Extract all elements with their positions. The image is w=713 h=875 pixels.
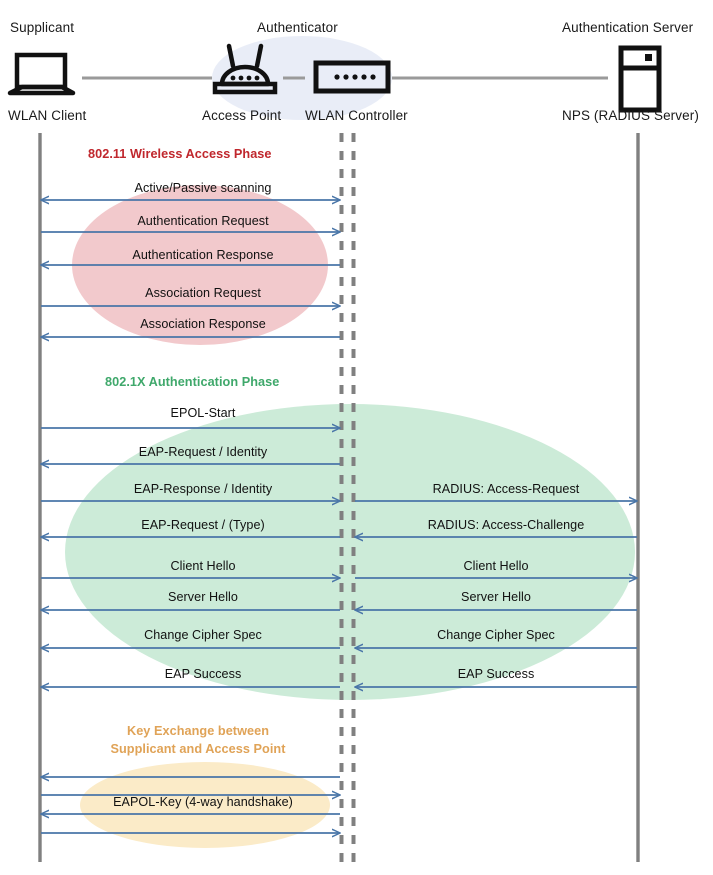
msg-change-cipher-spec-left: Change Cipher Spec (144, 628, 262, 642)
msg-change-cipher-spec-right: Change Cipher Spec (437, 628, 555, 642)
role-label-authentication-server: Authentication Server (562, 20, 694, 35)
msg-eap-success-left: EAP Success (164, 667, 242, 681)
msg-eap-request-identity: EAP-Request / Identity (138, 445, 268, 459)
arrow-group-left (41, 200, 340, 833)
msg-eap-request-type: EAP-Request / (Type) (141, 518, 265, 532)
msg-association-request: Association Request (145, 286, 261, 300)
msg-client-hello-left: Client Hello (170, 559, 236, 573)
phase-title-keyexchange: Key Exchange between Supplicant and Acce… (98, 722, 298, 758)
wlan-controller-icon (313, 60, 391, 94)
msg-client-hello-right: Client Hello (463, 559, 529, 573)
server-icon (618, 45, 662, 113)
arrow-group-right (355, 501, 637, 687)
msg-eapol-key-4way-handshake: EAPOL-Key (4-way handshake) (113, 795, 293, 809)
role-label-authenticator: Authenticator (257, 20, 338, 35)
phase-8021x-ellipse (65, 404, 635, 700)
node-label-wlan-client: WLAN Client (8, 108, 87, 123)
msg-epol-start: EPOL-Start (170, 406, 236, 420)
msg-association-response: Association Response (140, 317, 266, 331)
msg-authentication-response: Authentication Response (132, 248, 274, 262)
phase-title-keyexchange-line1: Key Exchange between (126, 724, 270, 738)
node-label-wlan-controller: WLAN Controller (305, 108, 408, 123)
node-label-nps-radius-server: NPS (RADIUS Server) (562, 108, 699, 123)
msg-eap-success-right: EAP Success (457, 667, 535, 681)
msg-eap-response-identity: EAP-Response / Identity (133, 482, 273, 496)
msg-radius-access-request: RADIUS: Access-Request (432, 482, 580, 496)
node-label-access-point: Access Point (202, 108, 282, 123)
msg-radius-access-challenge: RADIUS: Access-Challenge (427, 518, 585, 532)
laptop-icon (7, 52, 76, 96)
msg-server-hello-right: Server Hello (461, 590, 531, 604)
phase-title-keyexchange-line2: Supplicant and Access Point (110, 742, 286, 756)
phase-title-8021x: 802.1X Authentication Phase (105, 375, 280, 389)
role-label-supplicant: Supplicant (10, 20, 75, 35)
phase-title-80211: 802.11 Wireless Access Phase (88, 147, 272, 161)
access-point-icon (212, 43, 278, 95)
phase-keyexchange-ellipse (80, 762, 330, 848)
msg-server-hello-left: Server Hello (168, 590, 238, 604)
msg-active-passive-scanning: Active/Passive scanning (134, 181, 272, 195)
msg-authentication-request: Authentication Request (137, 214, 269, 228)
